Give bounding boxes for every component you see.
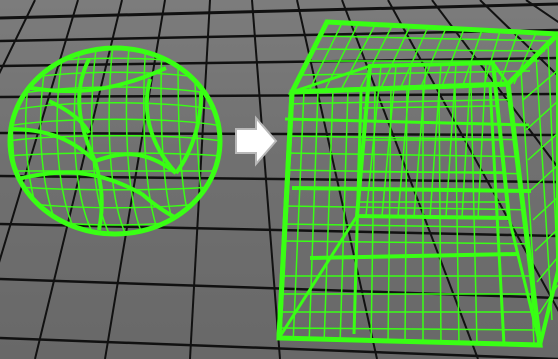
right-arrow-icon — [236, 118, 276, 164]
